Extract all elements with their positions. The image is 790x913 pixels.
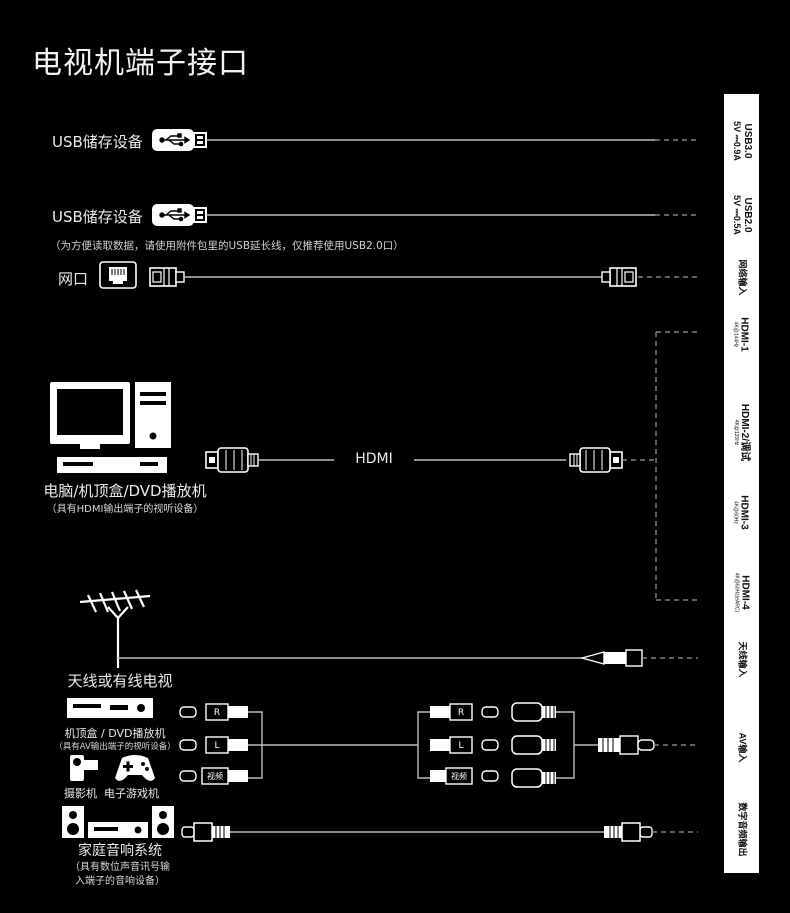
usb-plug-icon — [151, 203, 207, 227]
port-hdmi-2-name: HDMI-2/调试 — [739, 403, 751, 461]
antenna-label: 天线或有线电视 — [67, 672, 173, 690]
port-hdmi-2-spec: 4K@120Hz — [733, 419, 740, 445]
rca-cable-middle — [417, 703, 499, 785]
rca-plug-icon — [179, 703, 248, 721]
usb-note: （为方便读取数据，请使用附件包里的USB延长线，仅推荐使用USB2.0口） — [50, 240, 404, 252]
gamepad-icon — [115, 755, 155, 781]
port-usb3-power: 5V ⎓0.9A — [731, 121, 742, 161]
port-hdmi-1-name: HDMI-1 — [738, 316, 750, 352]
port-antenna-name: 天线输入 — [737, 640, 748, 678]
network-cable — [99, 261, 698, 289]
port-digital-audio-out: 数字音频输出 — [724, 794, 759, 864]
port-usb3-name: USB3.0 — [741, 123, 753, 159]
port-av-in: AV输入 — [724, 722, 759, 772]
camcorder-label: 摄影机 — [64, 787, 97, 800]
rca-plug-icon — [179, 767, 248, 785]
rj45-plug-icon — [601, 267, 637, 287]
rca-mid-l-label: L — [458, 741, 464, 751]
rca-plug-icon — [179, 736, 248, 754]
rca-plug-icon — [430, 736, 499, 754]
port-usb2-name: USB2.0 — [741, 197, 753, 233]
usb-cable-2 — [151, 203, 698, 227]
usb-device-label-2: USB储存设备 — [52, 208, 143, 226]
rca-plug-icon — [430, 767, 499, 785]
coax-plug-icon — [579, 649, 643, 667]
optical-plug-icon — [603, 822, 653, 842]
rca-left-l-label: L — [214, 741, 220, 751]
optical-plug-icon — [181, 822, 231, 842]
port-digital-audio-out-name: 数字音频输出 — [737, 801, 748, 857]
port-hdmi-1-spec: 4K@144Hz — [732, 321, 739, 347]
home-audio-note-1: （具有数位声音讯号输 — [70, 862, 170, 873]
stb-dvd-label: 机顶盒 / DVD播放机 — [64, 727, 166, 740]
usb-plug-icon — [151, 128, 207, 152]
rca-mid-r-label: R — [457, 708, 465, 718]
camcorder-icon — [70, 755, 98, 781]
home-audio-note-2: 入端子的音响设备） — [75, 876, 165, 887]
pc-tower-icon — [135, 382, 171, 448]
hdmi-plug-icon — [205, 447, 259, 473]
stb-dvd-note: （具有AV输出端子的视听设备） — [54, 742, 176, 752]
rca-plug-icon — [430, 703, 499, 721]
ethernet-port-icon — [99, 261, 137, 289]
network-label: 网口 — [58, 270, 89, 288]
rca-cable-left — [179, 703, 418, 785]
home-audio-label: 家庭音响系统 — [78, 843, 162, 859]
hdmi-cable — [205, 331, 698, 601]
speaker-icon — [62, 806, 84, 838]
port-hdmi-3-name: HDMI-3 — [738, 494, 750, 530]
port-hdmi-4-name: HDMI-4 — [739, 574, 750, 610]
rca-left-r-label: R — [213, 708, 221, 718]
page-title: 电视机端子接口 — [32, 46, 249, 81]
usb-device-label-1: USB储存设备 — [52, 133, 143, 151]
av-plug-icon — [598, 735, 655, 755]
port-usb2-power: 5V ⎓0.5A — [731, 195, 742, 235]
rca-left-video-label: 视频 — [207, 772, 223, 781]
hdmi-cable-label: HDMI — [355, 451, 393, 467]
av-adapter-cable — [511, 702, 698, 788]
stb-dvd-icon — [67, 698, 153, 718]
monitor-icon — [50, 382, 130, 449]
antenna-cable — [118, 649, 698, 667]
computer-note: （具有HDMI输出端子的视听设备） — [46, 504, 204, 515]
hdmi-plug-icon — [569, 447, 623, 473]
usb-cable-1 — [151, 128, 698, 152]
optical-cable — [181, 822, 698, 842]
computer-label: 电脑/机顶盒/DVD播放机 — [43, 482, 207, 500]
dvd-player-icon — [57, 457, 167, 473]
port-antenna: 天线输入 — [724, 634, 759, 684]
port-av-in-name: AV输入 — [737, 732, 747, 762]
rca-jack-icon — [511, 735, 557, 755]
rca-mid-video-label: 视频 — [451, 772, 467, 781]
rj45-plug-icon — [149, 267, 185, 287]
port-hdmi-4-spec: 4K@60Hz(eARC) — [733, 572, 739, 612]
amplifier-icon — [88, 822, 148, 838]
port-network: 网络输入 — [724, 252, 759, 302]
rca-jack-icon — [511, 768, 557, 788]
rca-jack-icon — [511, 702, 557, 722]
antenna-icon — [79, 589, 151, 668]
speaker-icon — [152, 806, 174, 838]
port-network-name: 网络输入 — [737, 258, 748, 296]
game-console-label: 电子游戏机 — [104, 787, 159, 800]
